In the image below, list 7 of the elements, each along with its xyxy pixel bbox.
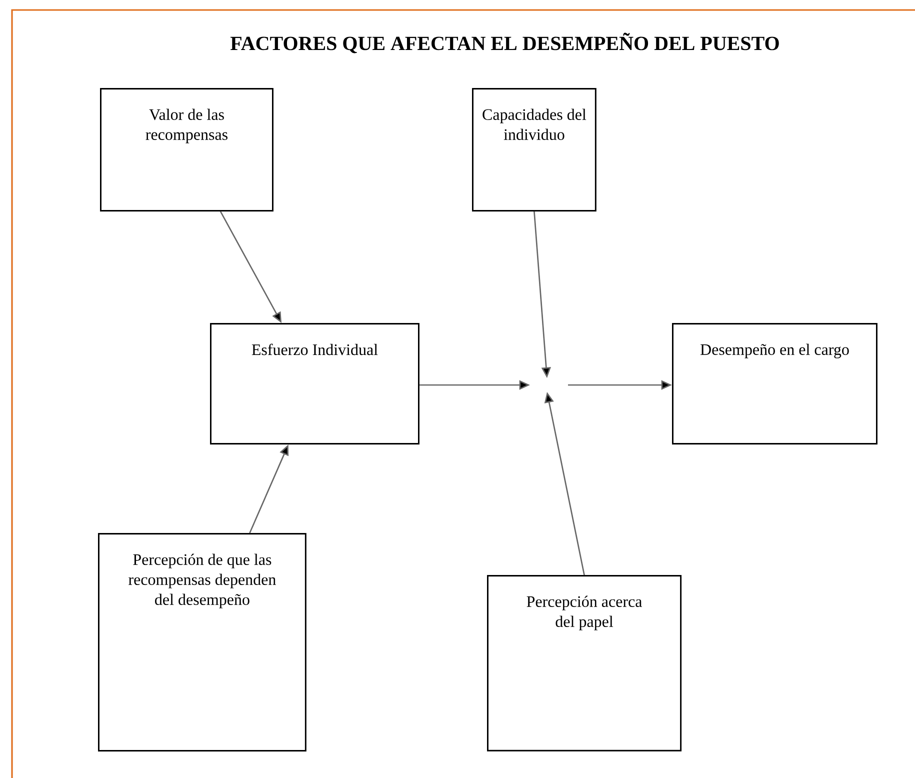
text-box: Valor de las recompensas <box>100 88 274 212</box>
text-box: Esfuerzo Individual <box>210 323 420 444</box>
text-box: Percepción acerca del papel <box>487 575 682 752</box>
text-box: Desempeño en el cargo <box>672 323 878 444</box>
title: FACTORES QUE AFECTAN EL DESEMPEÑO DEL PUESTO <box>230 32 779 54</box>
text-box: Percepción de que las recompensas dependen del desempeño <box>98 533 306 752</box>
text-box: Capacidades del individuo <box>472 88 596 212</box>
